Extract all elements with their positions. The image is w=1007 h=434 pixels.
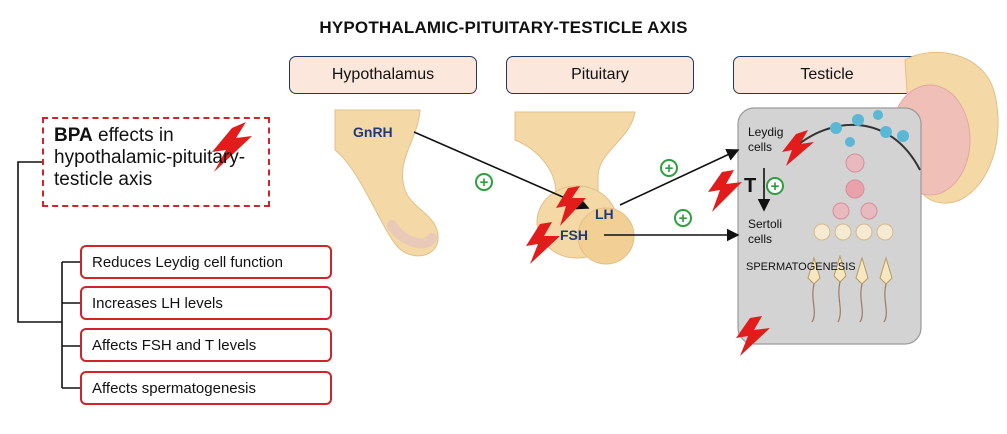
- gnrh-label: GnRH: [353, 124, 393, 140]
- bpa-description: effects in hypothalamic-pituitary-testic…: [54, 125, 246, 190]
- lh-label: LH: [595, 206, 614, 222]
- region-testicle: Testicle: [733, 56, 921, 94]
- lightning-icon: [736, 316, 770, 356]
- pituitary-gland-shape: [514, 111, 636, 265]
- lightning-icon: [212, 122, 252, 172]
- fsh-label: FSH: [560, 227, 588, 243]
- lightning-icon: [782, 130, 814, 166]
- svg-text:+: +: [665, 160, 674, 177]
- testosterone-label: T: [744, 175, 756, 197]
- lightning-icon: [526, 222, 560, 264]
- effect-item: Affects FSH and T levels: [80, 328, 332, 362]
- svg-text:+: +: [771, 178, 780, 195]
- plus-icon: +: [660, 159, 678, 177]
- lightning-icon: [708, 170, 742, 212]
- bpa-label: BPA: [54, 125, 93, 146]
- leydig-cells-label: Leydig cells: [748, 125, 784, 154]
- plus-icon: +: [475, 173, 493, 191]
- bpa-effects-box: BPA effects in hypothalamic-pituitary-te…: [42, 117, 270, 207]
- effect-item: Increases LH levels: [80, 286, 332, 320]
- lh-arrow: [619, 148, 740, 206]
- diagram-title: HYPOTHALAMIC-PITUITARY-TESTICLE AXIS: [319, 18, 688, 37]
- effect-item: Reduces Leydig cell function: [80, 245, 332, 279]
- region-hypothalamus: Hypothalamus: [289, 56, 477, 94]
- region-pituitary: Pituitary: [506, 56, 694, 94]
- seminiferous-tubule-panel: [737, 107, 922, 345]
- gnrh-arrow: [413, 131, 590, 210]
- plus-icon: +: [674, 209, 692, 227]
- spermatogenesis-label: SPERMATOGENESIS: [746, 261, 856, 273]
- bracket-lines: [17, 161, 80, 389]
- hypothalamus-tissue-shape: [334, 109, 439, 257]
- effect-item: Affects spermatogenesis: [80, 371, 332, 405]
- svg-text:+: +: [679, 210, 688, 227]
- lightning-icon: [556, 186, 586, 226]
- svg-text:+: +: [480, 174, 489, 191]
- plus-icon: +: [766, 177, 784, 195]
- sertoli-cells-label: Sertoli cells: [748, 217, 783, 246]
